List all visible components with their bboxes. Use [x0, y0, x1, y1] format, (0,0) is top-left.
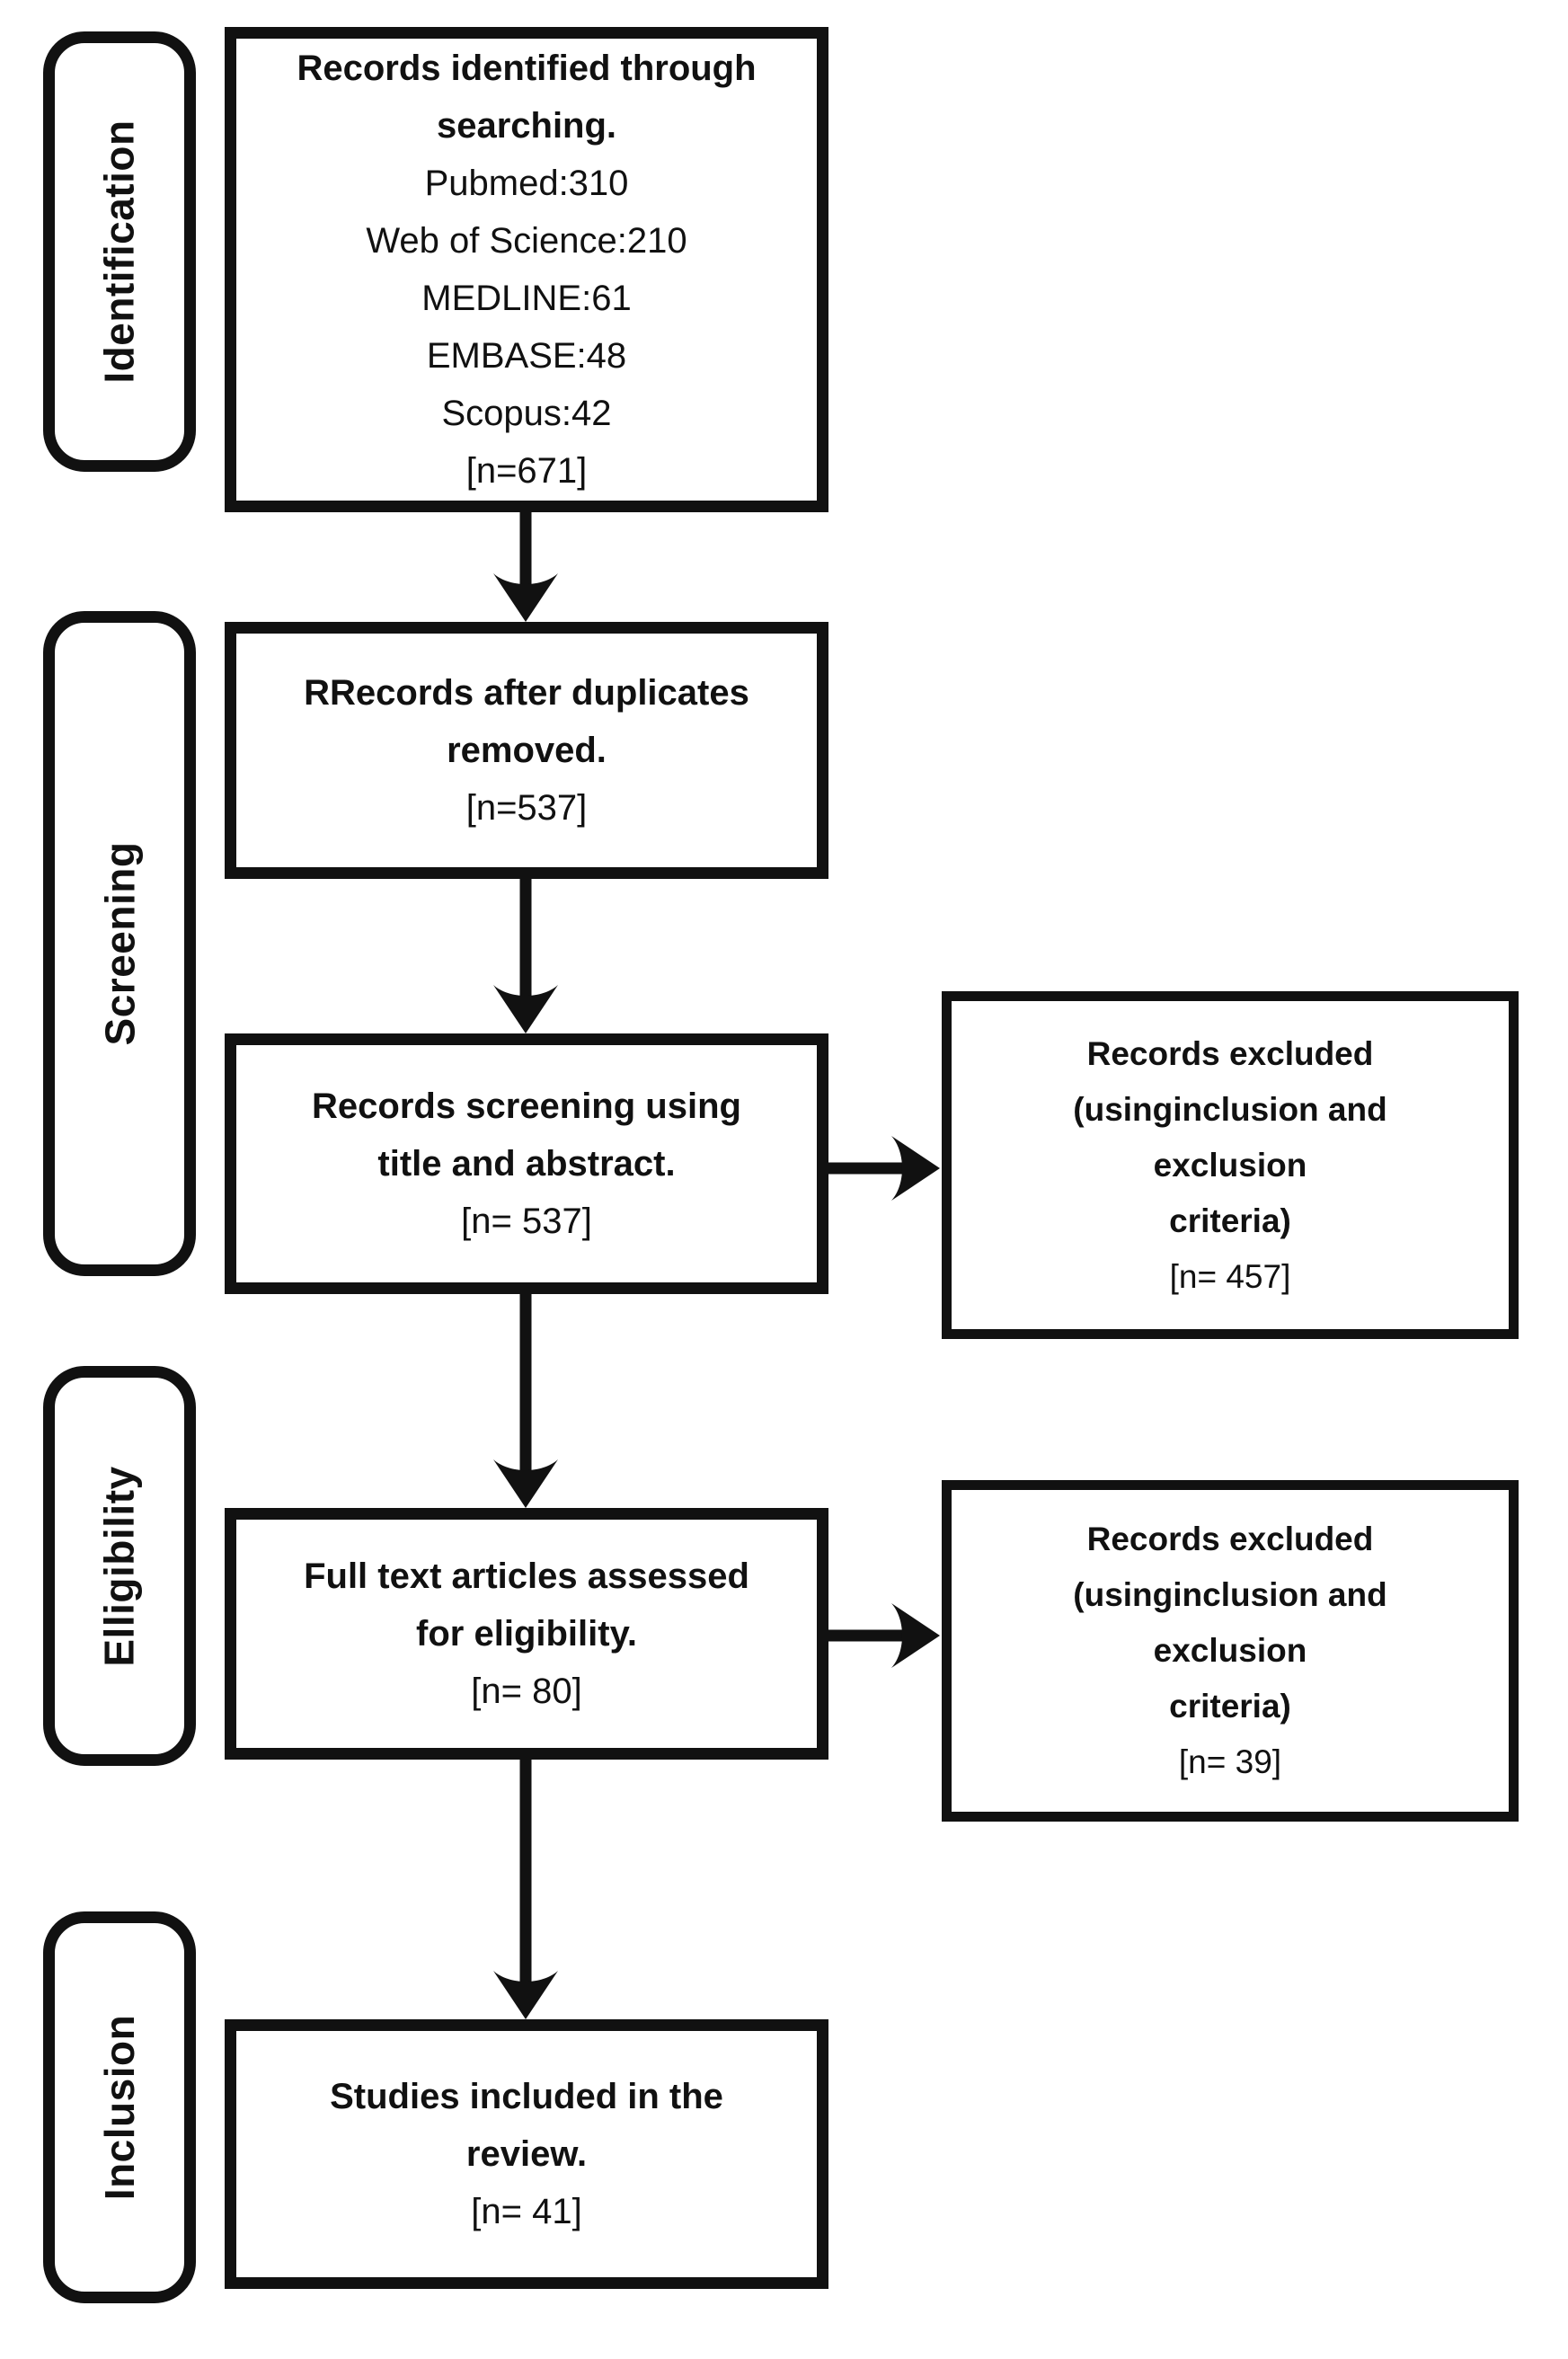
- stage-label-screening: Screening: [96, 841, 144, 1046]
- excluded-box-eligibility: Records excluded (usinginclusion and exc…: [942, 1480, 1519, 1822]
- box-title-line: review.: [465, 2134, 588, 2174]
- box-count-line: [n=537]: [465, 788, 588, 828]
- box-title-line: for eligibility.: [416, 1614, 637, 1654]
- excluded-box-screening: Records excluded (usinginclusion and exc…: [942, 991, 1519, 1339]
- flow-box-records-identified: Records identified through searching. Pu…: [225, 27, 828, 512]
- box-detail-line: EMBASE:48: [426, 336, 627, 376]
- stage-pill-identification: Identification: [43, 31, 196, 472]
- box-title-line: criteria): [1169, 1688, 1291, 1725]
- stage-label-inclusion: Inclusion: [96, 2014, 143, 2201]
- box-count-line: [n= 80]: [471, 1672, 582, 1711]
- box-title-line: exclusion: [1153, 1146, 1307, 1184]
- stage-pill-eligibility: Elligibility: [43, 1366, 196, 1766]
- box-count-line: [n= 39]: [1178, 1743, 1282, 1780]
- box-count-line: [n= 41]: [471, 2192, 582, 2231]
- flow-box-duplicates-removed: RRecords after duplicates removed. [n=53…: [225, 622, 828, 879]
- box-title-line: criteria): [1169, 1202, 1291, 1239]
- box-count-line: [n= 537]: [461, 1202, 592, 1241]
- box-title-line: Full text articles assessed: [304, 1556, 749, 1596]
- down-arrow-identified-to-duplicates: [493, 512, 558, 622]
- box-title-line: exclusion: [1153, 1632, 1307, 1669]
- stage-label-identification: Identification: [96, 120, 144, 384]
- down-arrow-duplicates-to-screening: [493, 877, 558, 1033]
- down-arrow-fulltext-to-included: [493, 1758, 558, 2019]
- down-arrow-screening-to-fulltext: [493, 1292, 558, 1508]
- box-title-line: title and abstract.: [377, 1144, 676, 1184]
- right-arrow-screening-to-excluded: [827, 1136, 940, 1201]
- box-title-line: RRecords after duplicates: [304, 673, 749, 713]
- box-title-line: searching.: [436, 106, 617, 146]
- box-detail-line: Pubmed:310: [424, 164, 629, 203]
- flow-box-studies-included: Studies included in the review. [n= 41]: [225, 2019, 828, 2289]
- box-title-line: Studies included in the: [330, 2077, 723, 2116]
- box-detail-line: Scopus:42: [441, 394, 612, 433]
- flow-box-fulltext-assessed: Full text articles assessed for eligibil…: [225, 1508, 828, 1760]
- box-detail-line: MEDLINE:61: [421, 279, 632, 318]
- stage-pill-screening: Screening: [43, 611, 196, 1276]
- box-title-line: (usinginclusion and: [1073, 1576, 1387, 1613]
- box-title-line: Records excluded: [1086, 1521, 1374, 1557]
- box-title-line: (usinginclusion and: [1073, 1090, 1387, 1128]
- box-count-line: [n= 457]: [1169, 1257, 1291, 1295]
- box-count-line: [n=671]: [465, 451, 588, 491]
- box-title-line: Records screening using: [312, 1086, 741, 1126]
- stage-pill-inclusion: Inclusion: [43, 1911, 196, 2303]
- flow-box-records-screening: Records screening using title and abstra…: [225, 1033, 828, 1294]
- box-title-line: removed.: [447, 731, 607, 770]
- box-title-line: Records excluded: [1086, 1034, 1374, 1072]
- right-arrow-fulltext-to-excluded: [827, 1603, 940, 1668]
- box-detail-line: Web of Science:210: [366, 221, 687, 261]
- box-title-line: Records identified through: [297, 49, 757, 88]
- stage-label-eligibility: Elligibility: [96, 1465, 143, 1667]
